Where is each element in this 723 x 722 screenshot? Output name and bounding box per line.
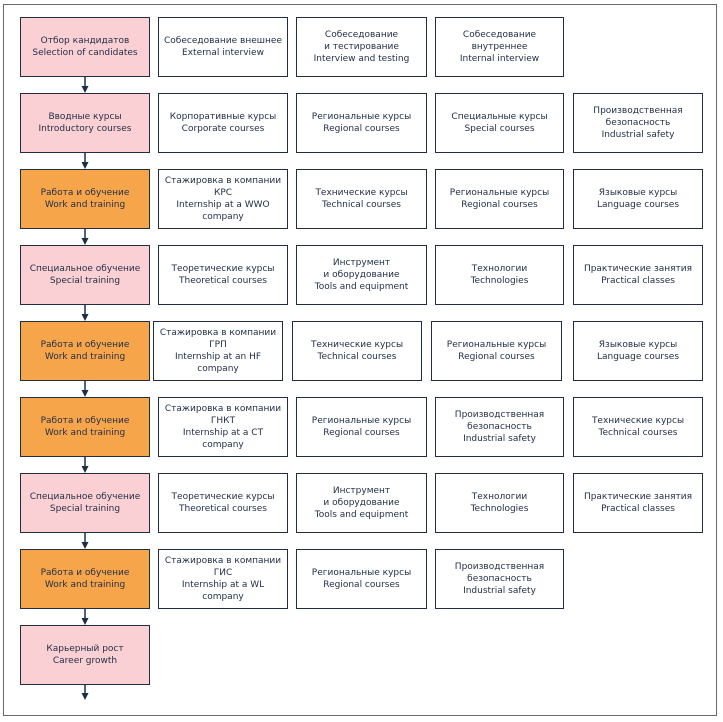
- flow-arrow-head: [81, 86, 89, 93]
- activity-box: Специальные курсы Special courses: [435, 93, 564, 153]
- flow-arrow-head: [81, 162, 89, 169]
- stage-box: Работа и обучение Work and training: [20, 321, 150, 381]
- activity-box: Производственная безопасность Industrial…: [573, 93, 703, 153]
- activity-box: Региональные курсы Regional courses: [435, 169, 564, 229]
- activity-box: Корпоративные курсы Corporate courses: [158, 93, 288, 153]
- box-label: Карьерный рост Career growth: [46, 644, 124, 666]
- box-label: Отбор кандидатов Selection of candidates: [32, 36, 138, 58]
- flow-arrow-head: [81, 542, 89, 549]
- box-label: Производственная безопасность Industrial…: [454, 562, 545, 596]
- activity-box: Технические курсы Technical courses: [296, 169, 427, 229]
- box-label: Собеседование и тестирование Interview a…: [313, 30, 410, 64]
- activity-box: Теоретические курсы Theoretical courses: [158, 473, 288, 533]
- activity-box: Практические занятия Practical classes: [573, 245, 703, 305]
- flow-arrow-head: [81, 618, 89, 625]
- box-label: Теоретические курсы Theoretical courses: [171, 264, 275, 286]
- activity-box: Технологии Technologies: [435, 473, 564, 533]
- flow-arrow-head: [81, 238, 89, 245]
- activity-box: Языковые курсы Language courses: [573, 321, 703, 381]
- box-label: Технологии Technologies: [470, 492, 529, 514]
- box-label: Инструмент и оборудование Tools and equi…: [314, 258, 409, 292]
- flow-arrow-head: [81, 466, 89, 473]
- box-label: Практические занятия Practical classes: [583, 492, 693, 514]
- activity-box: Региональные курсы Regional courses: [296, 93, 427, 153]
- box-label: Практические занятия Practical classes: [583, 264, 693, 286]
- stage-box: Карьерный рост Career growth: [20, 625, 150, 685]
- box-label: Региональные курсы Regional courses: [311, 568, 412, 590]
- box-label: Работа и обучение Work and training: [40, 416, 130, 438]
- box-label: Стажировка в компании ГРП Internship at …: [159, 328, 277, 374]
- box-label: Региональные курсы Regional courses: [311, 112, 412, 134]
- box-label: Работа и обучение Work and training: [40, 188, 130, 210]
- activity-box: Региональные курсы Regional courses: [431, 321, 562, 381]
- box-label: Технические курсы Technical courses: [591, 416, 685, 438]
- activity-box: Языковые курсы Language courses: [573, 169, 703, 229]
- activity-box: Региональные курсы Regional courses: [296, 397, 427, 457]
- box-label: Вводные курсы Introductory courses: [38, 112, 132, 134]
- activity-box: Стажировка в компании ГРП Internship at …: [153, 321, 283, 381]
- activity-box: Стажировка в компании ГИС Internship at …: [158, 549, 288, 609]
- activity-box: Собеседование внешнее External interview: [158, 17, 288, 77]
- stage-box: Работа и обучение Work and training: [20, 549, 150, 609]
- box-label: Инструмент и оборудование Tools and equi…: [314, 486, 409, 520]
- activity-box: Стажировка в компании ГНКТ Internship at…: [158, 397, 288, 457]
- box-label: Стажировка в компании ГИС Internship at …: [164, 556, 282, 602]
- stage-box: Специальное обучение Special training: [20, 245, 150, 305]
- activity-box: Инструмент и оборудование Tools and equi…: [296, 245, 427, 305]
- activity-box: Технические курсы Technical courses: [292, 321, 422, 381]
- box-label: Языковые курсы Language courses: [596, 188, 680, 210]
- box-label: Работа и обучение Work and training: [40, 340, 130, 362]
- flow-arrow-head: [81, 693, 89, 700]
- stage-box: Работа и обучение Work and training: [20, 397, 150, 457]
- activity-box: Технологии Technologies: [435, 245, 564, 305]
- box-label: Специальное обучение Special training: [29, 492, 141, 514]
- activity-box: Технические курсы Technical courses: [573, 397, 703, 457]
- activity-box: Региональные курсы Regional courses: [296, 549, 427, 609]
- box-label: Теоретические курсы Theoretical courses: [171, 492, 275, 514]
- box-label: Технические курсы Technical courses: [315, 188, 408, 210]
- box-label: Специальные курсы Special courses: [451, 112, 548, 134]
- box-label: Региональные курсы Regional courses: [449, 188, 550, 210]
- activity-box: Производственная безопасность Industrial…: [435, 397, 564, 457]
- box-label: Стажировка в компании ГНКТ Internship at…: [164, 404, 282, 450]
- box-label: Региональные курсы Regional courses: [446, 340, 547, 362]
- flow-arrow-head: [81, 314, 89, 321]
- activity-box: Инструмент и оборудование Tools and equi…: [296, 473, 427, 533]
- box-label: Специальное обучение Special training: [29, 264, 141, 286]
- box-label: Производственная безопасность Industrial…: [593, 106, 683, 140]
- activity-box: Собеседование внутреннее Internal interv…: [435, 17, 564, 77]
- stage-box: Отбор кандидатов Selection of candidates: [20, 17, 150, 77]
- stage-box: Вводные курсы Introductory courses: [20, 93, 150, 153]
- box-label: Собеседование внешнее External interview: [164, 36, 282, 58]
- box-label: Языковые курсы Language courses: [596, 340, 680, 362]
- activity-box: Собеседование и тестирование Interview a…: [296, 17, 427, 77]
- box-label: Технологии Technologies: [470, 264, 529, 286]
- activity-box: Практические занятия Practical classes: [573, 473, 703, 533]
- flow-arrow-head: [81, 390, 89, 397]
- stage-box: Специальное обучение Special training: [20, 473, 150, 533]
- box-label: Стажировка в компании КРС Internship at …: [164, 176, 282, 222]
- activity-box: Производственная безопасность Industrial…: [435, 549, 564, 609]
- diagram-frame: [3, 4, 717, 716]
- activity-box: Стажировка в компании КРС Internship at …: [158, 169, 288, 229]
- box-label: Корпоративные курсы Corporate courses: [169, 112, 277, 134]
- box-label: Собеседование внутреннее Internal interv…: [459, 30, 540, 64]
- activity-box: Теоретические курсы Theoretical courses: [158, 245, 288, 305]
- box-label: Производственная безопасность Industrial…: [454, 410, 545, 444]
- stage-box: Работа и обучение Work and training: [20, 169, 150, 229]
- box-label: Технические курсы Technical courses: [310, 340, 404, 362]
- box-label: Региональные курсы Regional courses: [311, 416, 412, 438]
- box-label: Работа и обучение Work and training: [40, 568, 130, 590]
